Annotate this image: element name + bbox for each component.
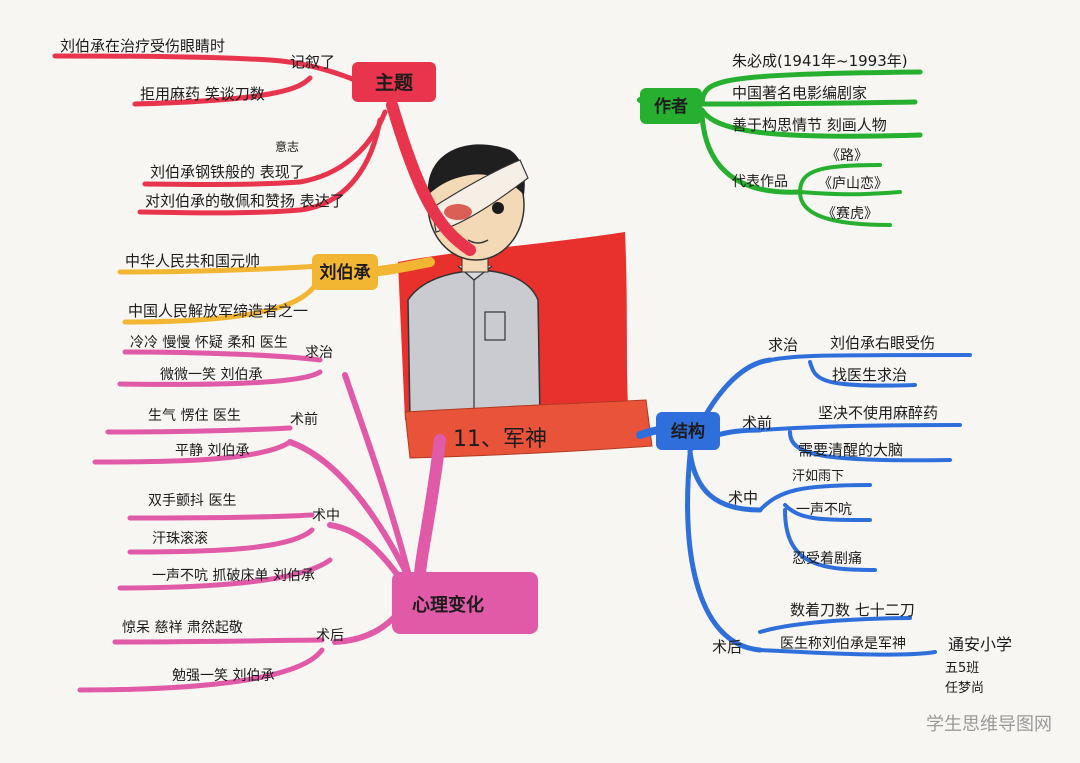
mind-g3-b: 汗珠滚滚 [152, 530, 208, 547]
mind-g4-b: 勉强一笑 刘伯承 [172, 668, 274, 684]
mind-g4-a: 惊呆 慈祥 肃然起敬 [122, 619, 243, 636]
theme-leaf1: 刘伯承在治疗受伤眼睛时 [60, 37, 225, 55]
signature-school: 通安小学 [948, 635, 1012, 654]
mind-g1-a: 冷冷 慢慢 怀疑 柔和 医生 [130, 334, 288, 351]
theme-trunk [386, 99, 476, 256]
mind-g2-label: 术前 [290, 411, 318, 428]
branch-author [637, 69, 923, 227]
mind-g4-label: 术后 [316, 628, 344, 644]
watermark: 学生思维导图网 [926, 714, 1052, 735]
center-title: 11、军神 [453, 427, 547, 452]
theme-node [352, 62, 436, 102]
author-label: 作者 [654, 96, 688, 117]
author-work2: 《庐山恋》 [818, 175, 888, 192]
structure-s4-label: 术后 [712, 638, 742, 656]
author-leaf1: 朱必成(1941年~1993年) [732, 52, 908, 70]
center-banner [404, 399, 653, 459]
structure-s3-b: 一声不吭 [796, 502, 852, 518]
structure-s2-a: 坚决不使用麻醉药 [818, 404, 938, 422]
author-leaf3: 善于构思情节 刻画人物 [732, 116, 887, 134]
structure-s4-b: 医生称刘伯承是军神 [780, 636, 906, 652]
mind-g1-b: 微微一笑 刘伯承 [160, 367, 262, 383]
structure-s3-label: 术中 [728, 489, 758, 507]
structure-s3-c: 忍受着剧痛 [792, 550, 862, 567]
center-illustration: 11、军神 [398, 144, 653, 459]
mind-node [392, 572, 538, 634]
branch-structure [636, 353, 972, 657]
structure-s1-label: 求治 [768, 336, 798, 354]
structure-label: 结构 [671, 421, 705, 442]
liu-leaf1: 中华人民共和国元帅 [125, 252, 260, 270]
mind-g1-label: 求治 [305, 345, 333, 361]
branch-theme [52, 53, 476, 256]
liu-label: 刘伯承 [320, 262, 371, 283]
mind-g3-c: 一声不吭 抓破床单 刘伯承 [152, 568, 315, 584]
theme-label: 主题 [375, 72, 413, 94]
author-work3: 《赛虎》 [822, 206, 878, 222]
mind-g3-label: 术中 [312, 508, 340, 524]
structure-s2-b: 需要清醒的大脑 [798, 441, 903, 459]
mind-label: 心理变化 [412, 594, 484, 616]
mind-g2-b: 平静 刘伯承 [175, 443, 249, 459]
structure-s2-label: 术前 [742, 414, 772, 432]
signature-class: 五5班 [945, 661, 979, 676]
mind-g3-a: 双手颤抖 医生 [148, 493, 236, 509]
liu-leaf2: 中国人民解放军缔造者之一 [128, 302, 308, 320]
structure-s4-a: 数着刀数 七十二刀 [790, 601, 915, 619]
author-node [640, 88, 702, 124]
signature-name: 任梦尚 [945, 681, 984, 696]
structure-node [656, 412, 720, 450]
theme-leaf2: 拒用麻药 笑谈刀数 [140, 85, 265, 103]
liu-node [312, 254, 378, 290]
mind-g2-a: 生气 愣住 医生 [148, 408, 241, 424]
theme-leaf4: 对刘伯承的敬佩和赞扬 表达了 [145, 192, 345, 210]
branch-mind [77, 349, 446, 693]
theme-leaf3: 刘伯承钢铁般的 表现了 [150, 163, 305, 181]
theme-sub1: 记叙了 [290, 53, 335, 71]
soldier-hair [427, 144, 525, 195]
author-leaf2: 中国著名电影编剧家 [732, 84, 867, 102]
author-works-label: 代表作品 [732, 174, 788, 190]
structure-s3-a: 汗如雨下 [792, 468, 844, 484]
structure-s1-b: 找医生求治 [832, 366, 907, 384]
theme-sub2-top: 意志 [275, 139, 299, 154]
structure-s1-a: 刘伯承右眼受伤 [830, 334, 935, 352]
author-work1: 《路》 [826, 148, 868, 164]
